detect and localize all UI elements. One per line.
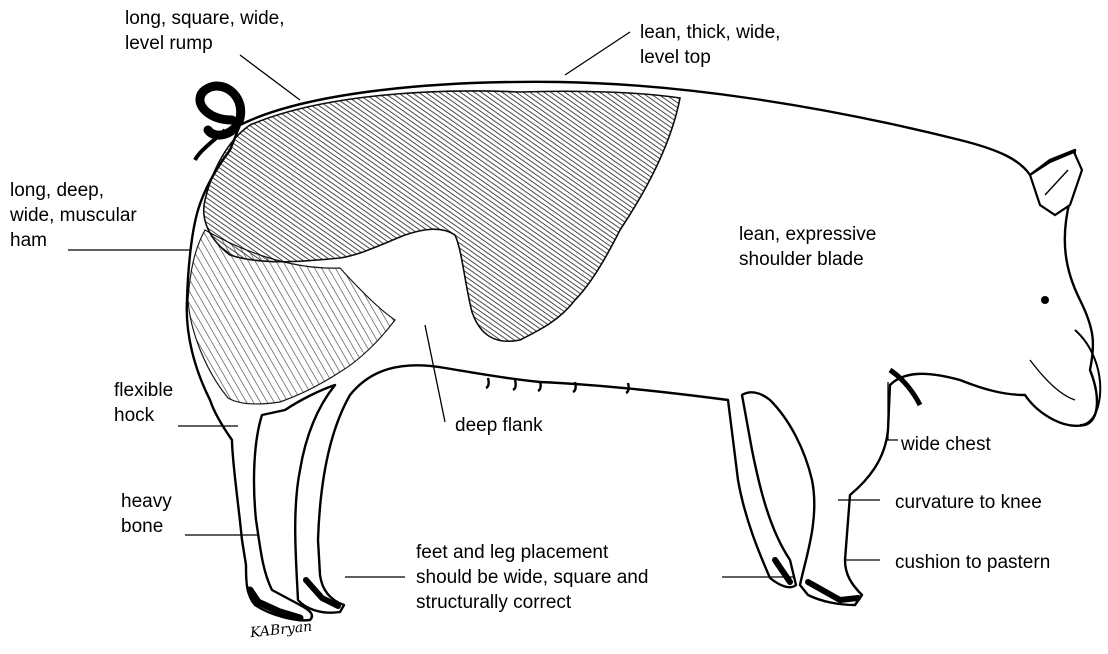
label-wide-chest: wide chest xyxy=(901,432,991,457)
label-level-rump: long, square, wide, level rump xyxy=(125,6,285,56)
label-deep-flank: deep flank xyxy=(455,413,543,438)
label-ham: long, deep, wide, muscular ham xyxy=(10,178,137,253)
label-hock: flexible hock xyxy=(114,378,173,428)
label-level-top: lean, thick, wide, level top xyxy=(640,20,780,70)
label-feet-and-legs: feet and leg placement should be wide, s… xyxy=(416,540,648,615)
label-heavy-bone: heavy bone xyxy=(121,489,172,539)
label-pastern: cushion to pastern xyxy=(895,550,1050,575)
label-knee: curvature to knee xyxy=(895,490,1042,515)
label-shoulder-blade: lean, expressive shoulder blade xyxy=(739,222,876,272)
